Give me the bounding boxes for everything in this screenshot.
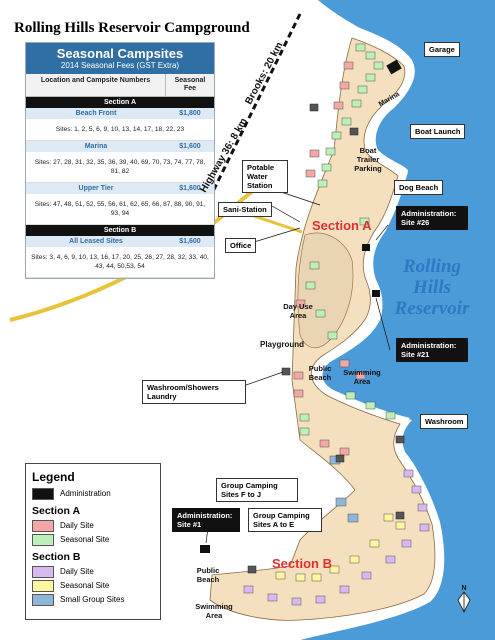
seasonal-fee-table: Seasonal Campsites 2014 Seasonal Fees (G… bbox=[25, 42, 215, 279]
group-camping-ae-label: Group Camping Sites A to E bbox=[248, 508, 322, 532]
legend-section-b: Section B bbox=[32, 551, 81, 563]
sani-station-label: Sani-Station bbox=[218, 202, 272, 217]
category-sites: Sites: 3, 4, 6, 9, 10, 13, 16, 17, 20, 2… bbox=[26, 247, 214, 278]
map-legend: Legend Administration Section A Daily Si… bbox=[25, 463, 161, 620]
playground-label: Playground bbox=[260, 340, 305, 349]
category-row: Beach Front $1,800 bbox=[26, 108, 214, 119]
section-b-seasonal-sites bbox=[275, 513, 406, 582]
section-a-seasonal-sites bbox=[299, 43, 396, 436]
north-label: N bbox=[461, 585, 466, 592]
public-beach-lower-label: Public Beach bbox=[196, 566, 220, 584]
legend-title: Legend bbox=[32, 470, 75, 484]
legend-label: Seasonal Site bbox=[60, 535, 110, 544]
admin-site-21-label: Administration: Site #21 bbox=[396, 338, 468, 362]
category-row: Upper Tier $1,600 bbox=[26, 183, 214, 194]
swatch-b-seasonal bbox=[32, 579, 54, 592]
category-fee: $1,600 bbox=[179, 143, 201, 150]
swatch-a-seasonal bbox=[32, 533, 54, 546]
legend-label: Seasonal Site bbox=[60, 581, 110, 590]
swimming-area-lower-label: Swimming Area bbox=[195, 602, 233, 620]
office-label: Office bbox=[225, 238, 257, 253]
legend-item-small-group: Small Group Sites bbox=[32, 593, 160, 606]
washroom-label: Washroom bbox=[420, 414, 469, 429]
legend-item-a-seasonal: Seasonal Site bbox=[32, 533, 160, 546]
section-b-daily-sites bbox=[243, 469, 430, 606]
boat-trailer-parking-label: Boat Trailer Parking bbox=[354, 146, 382, 173]
category-name: Beach Front bbox=[75, 110, 117, 117]
category-fee: $1,800 bbox=[179, 110, 201, 117]
section-b-bar: Section B bbox=[26, 225, 214, 236]
admin-buildings bbox=[200, 59, 402, 553]
category-name: All Leased Sites bbox=[69, 238, 123, 245]
boat-launch-label: Boat Launch bbox=[410, 124, 466, 139]
legend-label: Daily Site bbox=[60, 567, 94, 576]
day-use-area bbox=[297, 232, 354, 348]
garage-label: Garage bbox=[424, 42, 460, 57]
fee-table-header: Seasonal Campsites 2014 Seasonal Fees (G… bbox=[26, 43, 214, 74]
legend-label: Administration bbox=[60, 489, 111, 498]
dog-beach-label: Dog Beach bbox=[394, 180, 444, 195]
swatch-administration bbox=[32, 487, 54, 500]
category-name: Upper Tier bbox=[78, 185, 114, 192]
swimming-area-upper-label: Swimming Area bbox=[343, 368, 381, 386]
section-b-label: Section B bbox=[272, 556, 332, 571]
category-row: All Leased Sites $1,600 bbox=[26, 236, 214, 247]
column-fee: Seasonal Fee bbox=[165, 74, 214, 96]
map-title: Rolling Hills Reservoir Campground bbox=[14, 20, 250, 36]
category-sites: Sites: 1, 2, 5, 6, 9, 10, 13, 14, 17, 18… bbox=[26, 119, 214, 141]
legend-item-b-seasonal: Seasonal Site bbox=[32, 579, 160, 592]
legend-section-a: Section A bbox=[32, 505, 81, 517]
fee-table-subheading: 2014 Seasonal Fees (GST Extra) bbox=[60, 61, 180, 70]
column-location: Location and Campsite Numbers bbox=[40, 77, 151, 84]
legend-item-b-daily: Daily Site bbox=[32, 565, 160, 578]
swatch-b-daily bbox=[32, 565, 54, 578]
admin-site-26-label: Administration: Site #26 bbox=[396, 206, 468, 230]
fee-table-heading: Seasonal Campsites bbox=[56, 46, 184, 61]
public-beach-upper-label: Public Beach bbox=[308, 364, 332, 382]
category-row: Marina $1,600 bbox=[26, 141, 214, 152]
admin-site-1-label: Administration: Site #1 bbox=[172, 508, 240, 532]
section-a-daily-sites bbox=[293, 61, 366, 456]
group-camping-fg-label: Group Camping Sites F to J bbox=[216, 478, 298, 502]
legend-item-administration: Administration bbox=[32, 487, 160, 500]
washroom-icons bbox=[247, 103, 405, 574]
potable-water-label: Potable Water Station bbox=[242, 160, 288, 193]
swatch-small-group bbox=[32, 593, 54, 606]
category-fee: $1,600 bbox=[179, 238, 201, 245]
day-use-area-label: Day Use Area bbox=[283, 302, 313, 320]
section-a-bar: Section A bbox=[26, 97, 214, 108]
category-name: Marina bbox=[84, 143, 108, 150]
category-sites: Sites: 47, 48, 51, 52, 55, 56, 61, 62, 6… bbox=[26, 194, 214, 225]
fee-table-column-headers: Location and Campsite Numbers Seasonal F… bbox=[26, 74, 214, 97]
washroom-showers-label: Washroom/Showers Laundry bbox=[142, 380, 246, 404]
reservoir-name: Rolling Hills Reservoir bbox=[394, 256, 470, 319]
small-group-sites bbox=[329, 455, 359, 523]
north-arrow bbox=[457, 591, 471, 613]
category-sites: Sites: 27, 28, 31, 32, 35, 36, 39, 40, 6… bbox=[26, 152, 214, 183]
legend-label: Small Group Sites bbox=[60, 595, 125, 604]
reservoir-water bbox=[300, 0, 495, 640]
legend-item-a-daily: Daily Site bbox=[32, 519, 160, 532]
section-a-label: Section A bbox=[312, 218, 372, 233]
swatch-a-daily bbox=[32, 519, 54, 532]
legend-label: Daily Site bbox=[60, 521, 94, 530]
category-fee: $1,600 bbox=[179, 185, 201, 192]
